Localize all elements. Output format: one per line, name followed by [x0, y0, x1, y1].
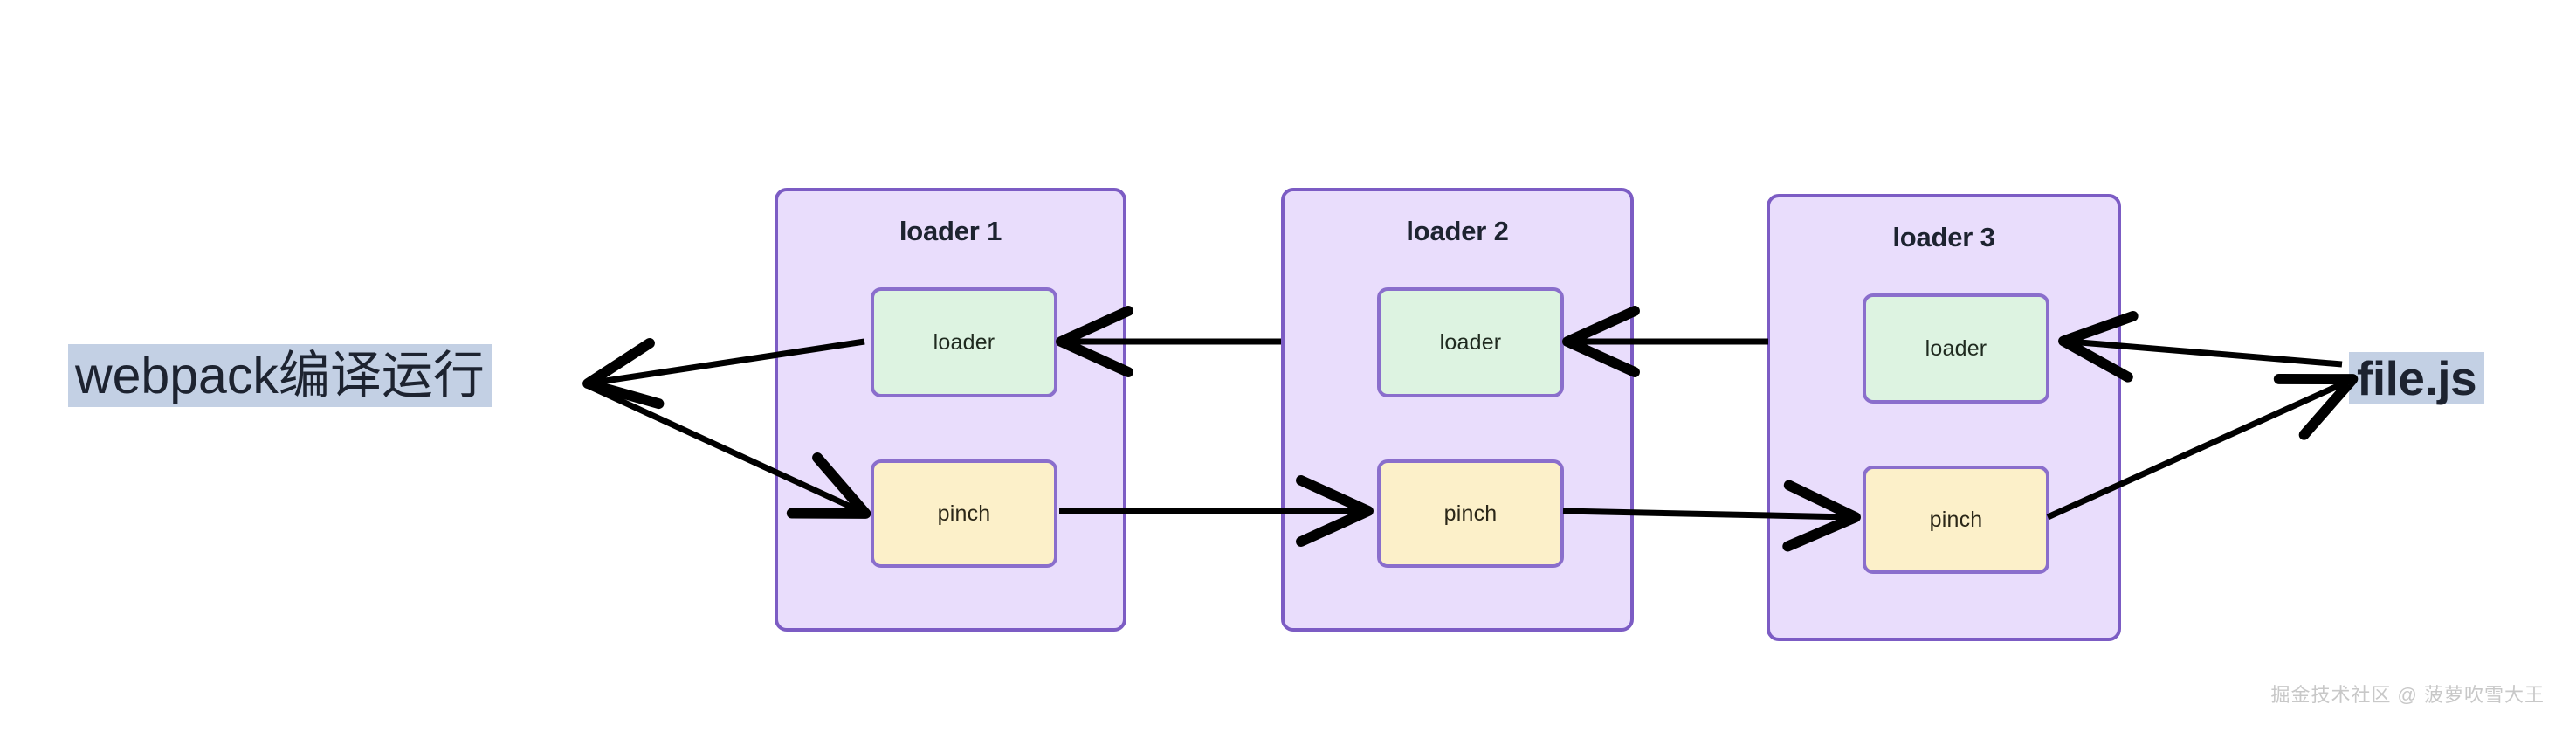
loader-group-3-title: loader 3 [1892, 222, 1995, 252]
node-loader2-loader: loader [1377, 287, 1564, 397]
watermark-text: 掘金技术社区 @ 菠萝吹雪大王 [2270, 684, 2545, 706]
node-loader2-loader-label: loader [1439, 329, 1502, 355]
node-loader1-loader-label: loader [933, 329, 995, 355]
node-loader2-pinch-label: pinch [1443, 501, 1498, 526]
node-loader1-pinch: pinch [871, 459, 1057, 568]
loader-group-3: loader 3 loader pinch [1767, 194, 2121, 641]
endpoint-label-webpack: webpack编译运行 [68, 344, 492, 407]
loader-group-1: loader 1 loader pinch [775, 188, 1126, 632]
loader-group-1-title: loader 1 [899, 216, 1002, 246]
node-loader2-pinch: pinch [1377, 459, 1564, 568]
node-loader1-pinch-label: pinch [937, 501, 991, 526]
loader-group-2: loader 2 loader pinch [1281, 188, 1634, 632]
node-loader3-loader-label: loader [1925, 335, 1987, 361]
node-loader1-loader: loader [871, 287, 1057, 397]
endpoint-label-webpack-text: webpack编译运行 [75, 346, 485, 404]
loader-group-2-title: loader 2 [1406, 216, 1509, 246]
node-loader3-loader: loader [1863, 293, 2049, 404]
endpoint-label-filejs: file.js [2349, 350, 2485, 405]
node-loader3-pinch: pinch [1863, 466, 2049, 574]
endpoint-label-filejs-text: file.js [2357, 350, 2477, 405]
node-loader3-pinch-label: pinch [1929, 507, 1983, 532]
